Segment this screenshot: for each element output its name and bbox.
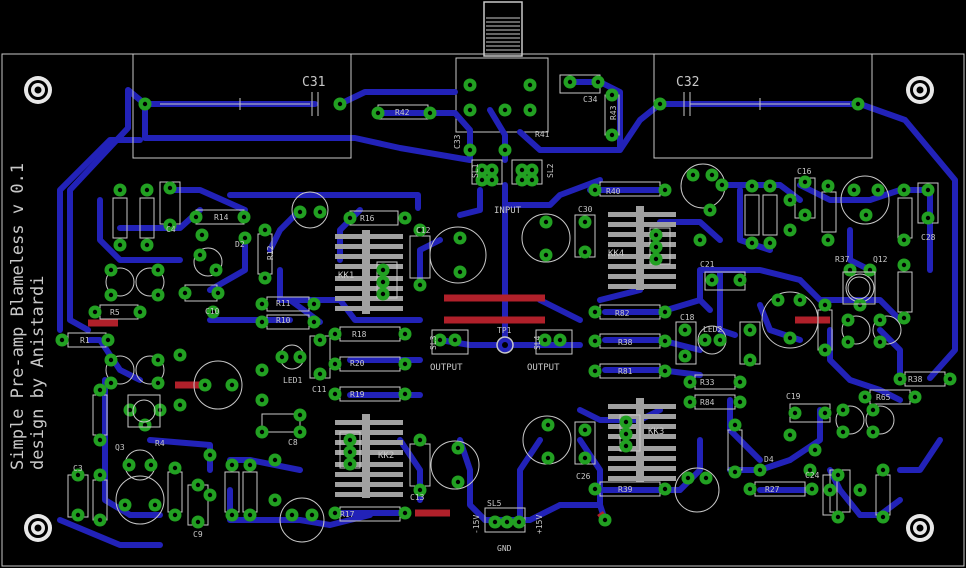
mounting-hole-bl xyxy=(24,514,52,542)
kk4-label: KK4 xyxy=(608,249,624,259)
sl2-label: SL2 xyxy=(546,163,555,178)
svg-text:R4: R4 xyxy=(155,439,165,448)
kk1-label: KK1 xyxy=(338,271,354,281)
kk2-label: KK2 xyxy=(378,451,394,461)
svg-text:C28: C28 xyxy=(921,233,936,242)
svg-text:R38: R38 xyxy=(908,375,923,384)
svg-text:R33: R33 xyxy=(700,378,715,387)
board-outline xyxy=(1,53,965,567)
svg-text:R81: R81 xyxy=(618,367,633,376)
sl3-label: SL3 xyxy=(429,335,438,350)
svg-text:R27: R27 xyxy=(765,485,780,494)
svg-text:R18: R18 xyxy=(352,330,367,339)
plus15-label: +15V xyxy=(535,515,544,534)
svg-text:C19: C19 xyxy=(786,392,801,401)
c32-label: C32 xyxy=(676,75,699,90)
electrolytic-caps xyxy=(105,163,902,543)
svg-text:C8: C8 xyxy=(288,438,298,447)
heatsinks xyxy=(335,206,676,498)
sl5-label: SL5 xyxy=(487,499,502,508)
svg-text:C9: C9 xyxy=(193,530,203,539)
input-label: INPUT xyxy=(494,206,522,216)
svg-text:R17: R17 xyxy=(340,510,355,519)
svg-text:C12: C12 xyxy=(416,226,431,235)
svg-text:C34: C34 xyxy=(583,95,598,104)
svg-text:R43: R43 xyxy=(609,105,618,120)
svg-text:D2: D2 xyxy=(235,240,245,249)
svg-text:R37: R37 xyxy=(835,255,850,264)
svg-text:C3: C3 xyxy=(73,464,83,473)
svg-text:C21: C21 xyxy=(700,260,715,269)
output-right-label: OUTPUT xyxy=(527,363,560,373)
trimmer-pots xyxy=(127,271,876,428)
input-jack xyxy=(483,1,523,57)
mounting-hole-br xyxy=(906,514,934,542)
svg-text:C13: C13 xyxy=(410,493,425,502)
svg-text:R38: R38 xyxy=(618,338,633,347)
svg-text:R82: R82 xyxy=(615,309,630,318)
svg-text:R16: R16 xyxy=(360,214,375,223)
svg-text:R10: R10 xyxy=(276,316,291,325)
kk3-label: KK3 xyxy=(648,427,664,437)
svg-text:C26: C26 xyxy=(576,472,591,481)
svg-text:C18: C18 xyxy=(680,313,695,322)
svg-text:D4: D4 xyxy=(764,455,774,464)
tp1-label: TP1 xyxy=(497,326,512,335)
svg-text:R5: R5 xyxy=(110,308,120,317)
output-left-label: OUTPUT xyxy=(430,363,463,373)
minus15-label: -15V xyxy=(472,515,481,534)
sl1-label: SL1 xyxy=(471,163,480,178)
sl4-label: SL4 xyxy=(533,335,542,350)
gnd-label: GND xyxy=(497,544,512,553)
c31-label: C31 xyxy=(302,75,325,90)
svg-text:C16: C16 xyxy=(797,167,812,176)
svg-text:C11: C11 xyxy=(312,385,327,394)
svg-text:R11: R11 xyxy=(276,299,291,308)
svg-text:Q3: Q3 xyxy=(115,443,125,452)
svg-text:R14: R14 xyxy=(214,213,229,222)
big-capacitors xyxy=(132,53,873,159)
svg-text:R84: R84 xyxy=(700,398,715,407)
board-title-line1: Simple Pre-amp Blameless v 0.1 xyxy=(8,162,28,470)
svg-text:R39: R39 xyxy=(618,485,633,494)
svg-text:R20: R20 xyxy=(350,359,365,368)
svg-text:R1: R1 xyxy=(80,336,90,345)
svg-text:Q12: Q12 xyxy=(873,255,888,264)
svg-text:C10: C10 xyxy=(205,307,220,316)
svg-text:R42: R42 xyxy=(395,108,410,117)
svg-text:R12: R12 xyxy=(266,245,275,260)
svg-text:LED1: LED1 xyxy=(283,376,302,385)
svg-text:R19: R19 xyxy=(350,390,365,399)
svg-text:R65: R65 xyxy=(876,393,891,402)
svg-text:C4: C4 xyxy=(166,225,176,234)
svg-text:LED2: LED2 xyxy=(703,325,722,334)
svg-text:R41: R41 xyxy=(535,130,550,139)
svg-text:C24: C24 xyxy=(805,471,820,480)
mounting-hole-tl xyxy=(24,76,52,104)
svg-text:R40: R40 xyxy=(606,187,621,196)
mounting-hole-tr xyxy=(906,76,934,104)
svg-text:C30: C30 xyxy=(578,205,593,214)
board-title-line2: design by Anistardi xyxy=(28,275,48,470)
svg-text:C33: C33 xyxy=(453,134,462,149)
